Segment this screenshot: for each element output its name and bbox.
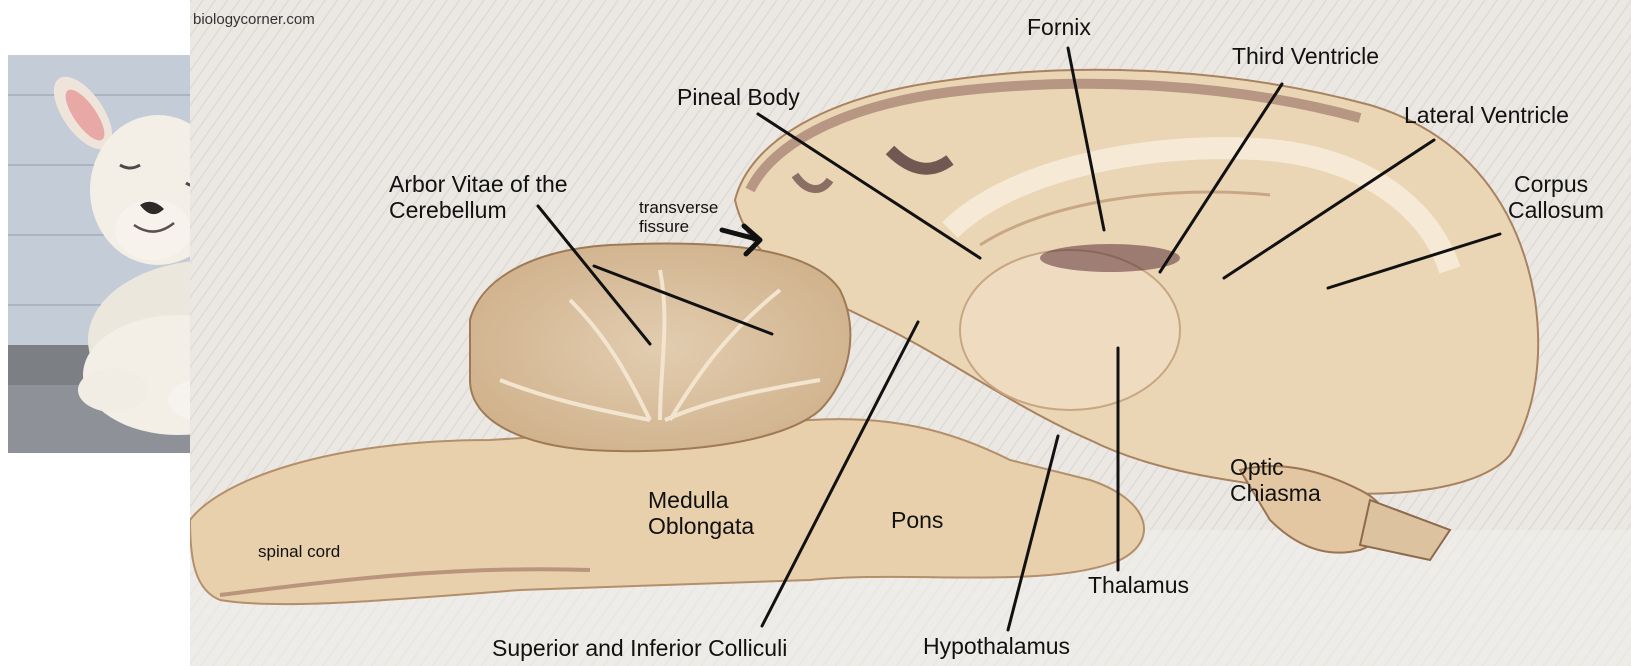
label-medulla-oblongata: Medulla Oblongata (648, 488, 754, 540)
label-pons: Pons (891, 508, 943, 534)
label-spinal-cord: spinal cord (258, 542, 340, 561)
watermark: biologycorner.com (193, 12, 315, 29)
label-third-ventricle: Third Ventricle (1232, 44, 1379, 70)
label-corpus-callosum: Corpus Callosum (1508, 172, 1604, 224)
label-fornix: Fornix (1027, 15, 1091, 41)
label-transverse-fissure: transverse fissure (639, 198, 718, 236)
sheep-brain-photo (190, 0, 1631, 666)
label-pineal-body: Pineal Body (677, 85, 800, 111)
label-colliculi: Superior and Inferior Colliculi (492, 636, 787, 662)
label-arbor-vitae: Arbor Vitae of the Cerebellum (389, 172, 568, 224)
label-hypothalamus: Hypothalamus (923, 634, 1070, 660)
label-optic-chiasma: Optic Chiasma (1230, 455, 1321, 507)
label-lateral-ventricle: Lateral Ventricle (1404, 103, 1569, 129)
label-thalamus: Thalamus (1088, 573, 1189, 599)
